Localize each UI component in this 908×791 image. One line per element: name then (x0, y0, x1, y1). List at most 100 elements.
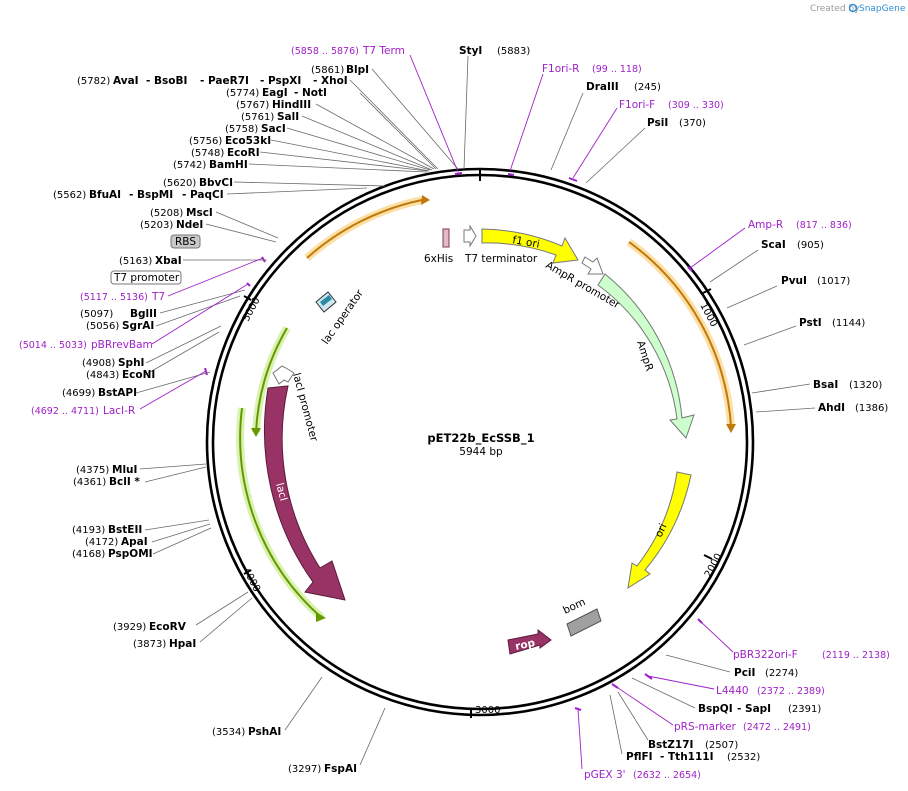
snapgene-logo-icon (848, 3, 858, 13)
laci-label: lacI (273, 482, 289, 503)
primer-pgex3[interactable]: pGEX 3' (584, 769, 626, 781)
ori-feature[interactable] (627, 471, 692, 590)
primer-pbrrevbam[interactable]: pBRrevBam (91, 339, 153, 351)
enzyme-noti[interactable]: - NotI (294, 87, 327, 99)
enzyme-bbvci-pos: (5620) (163, 178, 196, 189)
enzyme-xhoi[interactable]: - XhoI (313, 75, 348, 87)
enzyme-bfuai[interactable]: BfuAI (89, 189, 121, 201)
enzyme-econi[interactable]: EcoNI (122, 369, 155, 381)
primer-t7[interactable]: T7 (151, 291, 165, 303)
enzyme-draiii[interactable]: DraIII (586, 81, 619, 93)
enzyme-bsai[interactable]: BsaI (813, 379, 838, 391)
primer-t7term[interactable]: T7 Term (362, 45, 405, 57)
bom-feature[interactable] (566, 608, 602, 637)
t7-promoter-box (110, 270, 182, 285)
enzyme-sgrai[interactable]: SgrAI (122, 320, 154, 332)
enzyme-bsai-pos: (1320) (849, 380, 882, 391)
enzyme-bglii-pos: (5097) (80, 309, 113, 320)
enzyme-sphi[interactable]: SphI (118, 357, 144, 369)
primer-pbrrevbam-range: (5014 .. 5033) (19, 340, 87, 351)
enzyme-bamhi[interactable]: BamHI (209, 159, 248, 171)
enzyme-styi[interactable]: StyI (459, 45, 482, 57)
ampr-feature[interactable] (597, 273, 695, 439)
ampr-promoter-feature[interactable] (581, 256, 604, 275)
enzyme-xbai[interactable]: XbaI (155, 255, 182, 267)
enzyme-mlui[interactable]: MluI (112, 464, 137, 476)
enzyme-bstz17i[interactable]: BstZ17I (648, 739, 693, 751)
enzyme-bsteii[interactable]: BstEII (108, 524, 142, 536)
t7-terminator-feature[interactable] (463, 224, 477, 248)
primer-f1ori-r[interactable]: F1ori-R (542, 63, 579, 75)
enzyme-eagi[interactable]: EagI (262, 87, 288, 99)
enzyme-msci-pos: (5208) (150, 208, 183, 219)
primer-laci-r[interactable]: LacI-R (103, 405, 135, 417)
enzyme-pvui[interactable]: PvuI (781, 275, 807, 287)
enzyme-bcli[interactable]: BclI * (109, 476, 140, 488)
orange-arc-right-head (726, 424, 736, 433)
t7-terminator-label: T7 terminator (464, 253, 538, 265)
primer-l4440[interactable]: L4440 (716, 685, 749, 697)
orange-arc-right-halo (626, 238, 735, 427)
enzyme-bbvci[interactable]: BbvCI (199, 177, 233, 189)
green-arc-lower (239, 407, 323, 619)
enzyme-psii[interactable]: PsiI (647, 117, 668, 129)
enzyme-fspai[interactable]: FspAI (324, 763, 357, 775)
enzyme-paqci[interactable]: - PaqCI (182, 189, 224, 201)
orange-arc-top-halo (304, 196, 423, 261)
enzyme-pspxi[interactable]: - PspXI (260, 75, 301, 87)
enzyme-sali[interactable]: SalI (277, 111, 299, 123)
enzyme-bspmi[interactable]: - BspMI (129, 189, 173, 201)
enzyme-tth111i[interactable]: - Tth111I (660, 751, 714, 763)
enzyme-msci[interactable]: MscI (186, 207, 213, 219)
enzyme-paer7i[interactable]: - PaeR7I (200, 75, 249, 87)
f1-ori-feature[interactable] (481, 228, 579, 264)
enzyme-hpai[interactable]: HpaI (169, 638, 196, 650)
enzyme-pvui-pos: (1017) (817, 276, 850, 287)
rbs-box (170, 234, 201, 249)
enzyme-hindiii[interactable]: HindIII (272, 99, 311, 111)
enzyme-bsobi[interactable]: - BsoBI (146, 75, 187, 87)
primer-prs-marker[interactable]: pRS-marker (674, 721, 737, 733)
enzyme-ahdi[interactable]: AhdI (818, 402, 845, 414)
enzyme-ndei[interactable]: NdeI (176, 219, 203, 231)
primer-f1ori-f[interactable]: F1ori-F (619, 99, 655, 111)
his-tag-feature[interactable] (442, 228, 450, 248)
enzyme-apai[interactable]: ApaI (121, 536, 148, 548)
enzyme-ecorv[interactable]: EcoRV (149, 621, 187, 633)
enzyme-ecori[interactable]: EcoRI (227, 147, 260, 159)
green-arc-upper (255, 327, 288, 433)
primer-f1ori-r-range: (99 .. 118) (592, 64, 642, 75)
enzyme-bspqi[interactable]: BspQI (698, 703, 733, 715)
primer-pbr322ori-f[interactable]: pBR322ori-F (733, 649, 798, 661)
enzyme-bfuai-pos: (5562) (53, 190, 86, 201)
tick-4000-mark (243, 569, 252, 575)
enzyme-pflfi[interactable]: PflFI (626, 751, 653, 763)
enzyme-eagi-pos: (5774) (226, 88, 259, 99)
enzyme-sphi-pos: (4908) (82, 358, 115, 369)
enzyme-eco53ki[interactable]: Eco53kI (225, 135, 271, 147)
enzyme-pspomi[interactable]: PspOMI (108, 548, 153, 560)
enzyme-scai[interactable]: ScaI (761, 239, 786, 251)
enzyme-sapi[interactable]: - SapI (737, 703, 771, 715)
enzyme-bstapi[interactable]: BstAPI (98, 387, 137, 399)
laci-promoter-feature[interactable] (272, 365, 295, 385)
laci-feature[interactable] (264, 385, 346, 601)
enzyme-avai[interactable]: AvaI (113, 75, 139, 87)
primer-amp-r[interactable]: Amp-R (748, 219, 783, 231)
enzyme-saci[interactable]: SacI (261, 123, 286, 135)
enzyme-pshai[interactable]: PshAI (248, 726, 281, 738)
primer-f1ori-f-range: (309 .. 330) (668, 100, 724, 111)
enzyme-blpi[interactable]: BlpI (346, 64, 369, 76)
enzyme-bglii[interactable]: BglII (130, 308, 157, 320)
orange-arc-top (306, 199, 423, 259)
rbs-label: RBS (175, 236, 196, 248)
rop-feature[interactable] (507, 628, 552, 655)
enzyme-pshai-pos: (3534) (212, 727, 245, 738)
enzyme-pflfi-pos: (2532) (727, 752, 760, 763)
enzyme-pcii-pos: (2274) (765, 668, 798, 679)
enzyme-psii-pos: (370) (679, 118, 706, 129)
enzyme-bcli-pos: (4361) (73, 477, 106, 488)
enzyme-econi-pos: (4843) (86, 370, 119, 381)
enzyme-psti[interactable]: PstI (799, 317, 822, 329)
enzyme-pcii[interactable]: PciI (734, 667, 755, 679)
